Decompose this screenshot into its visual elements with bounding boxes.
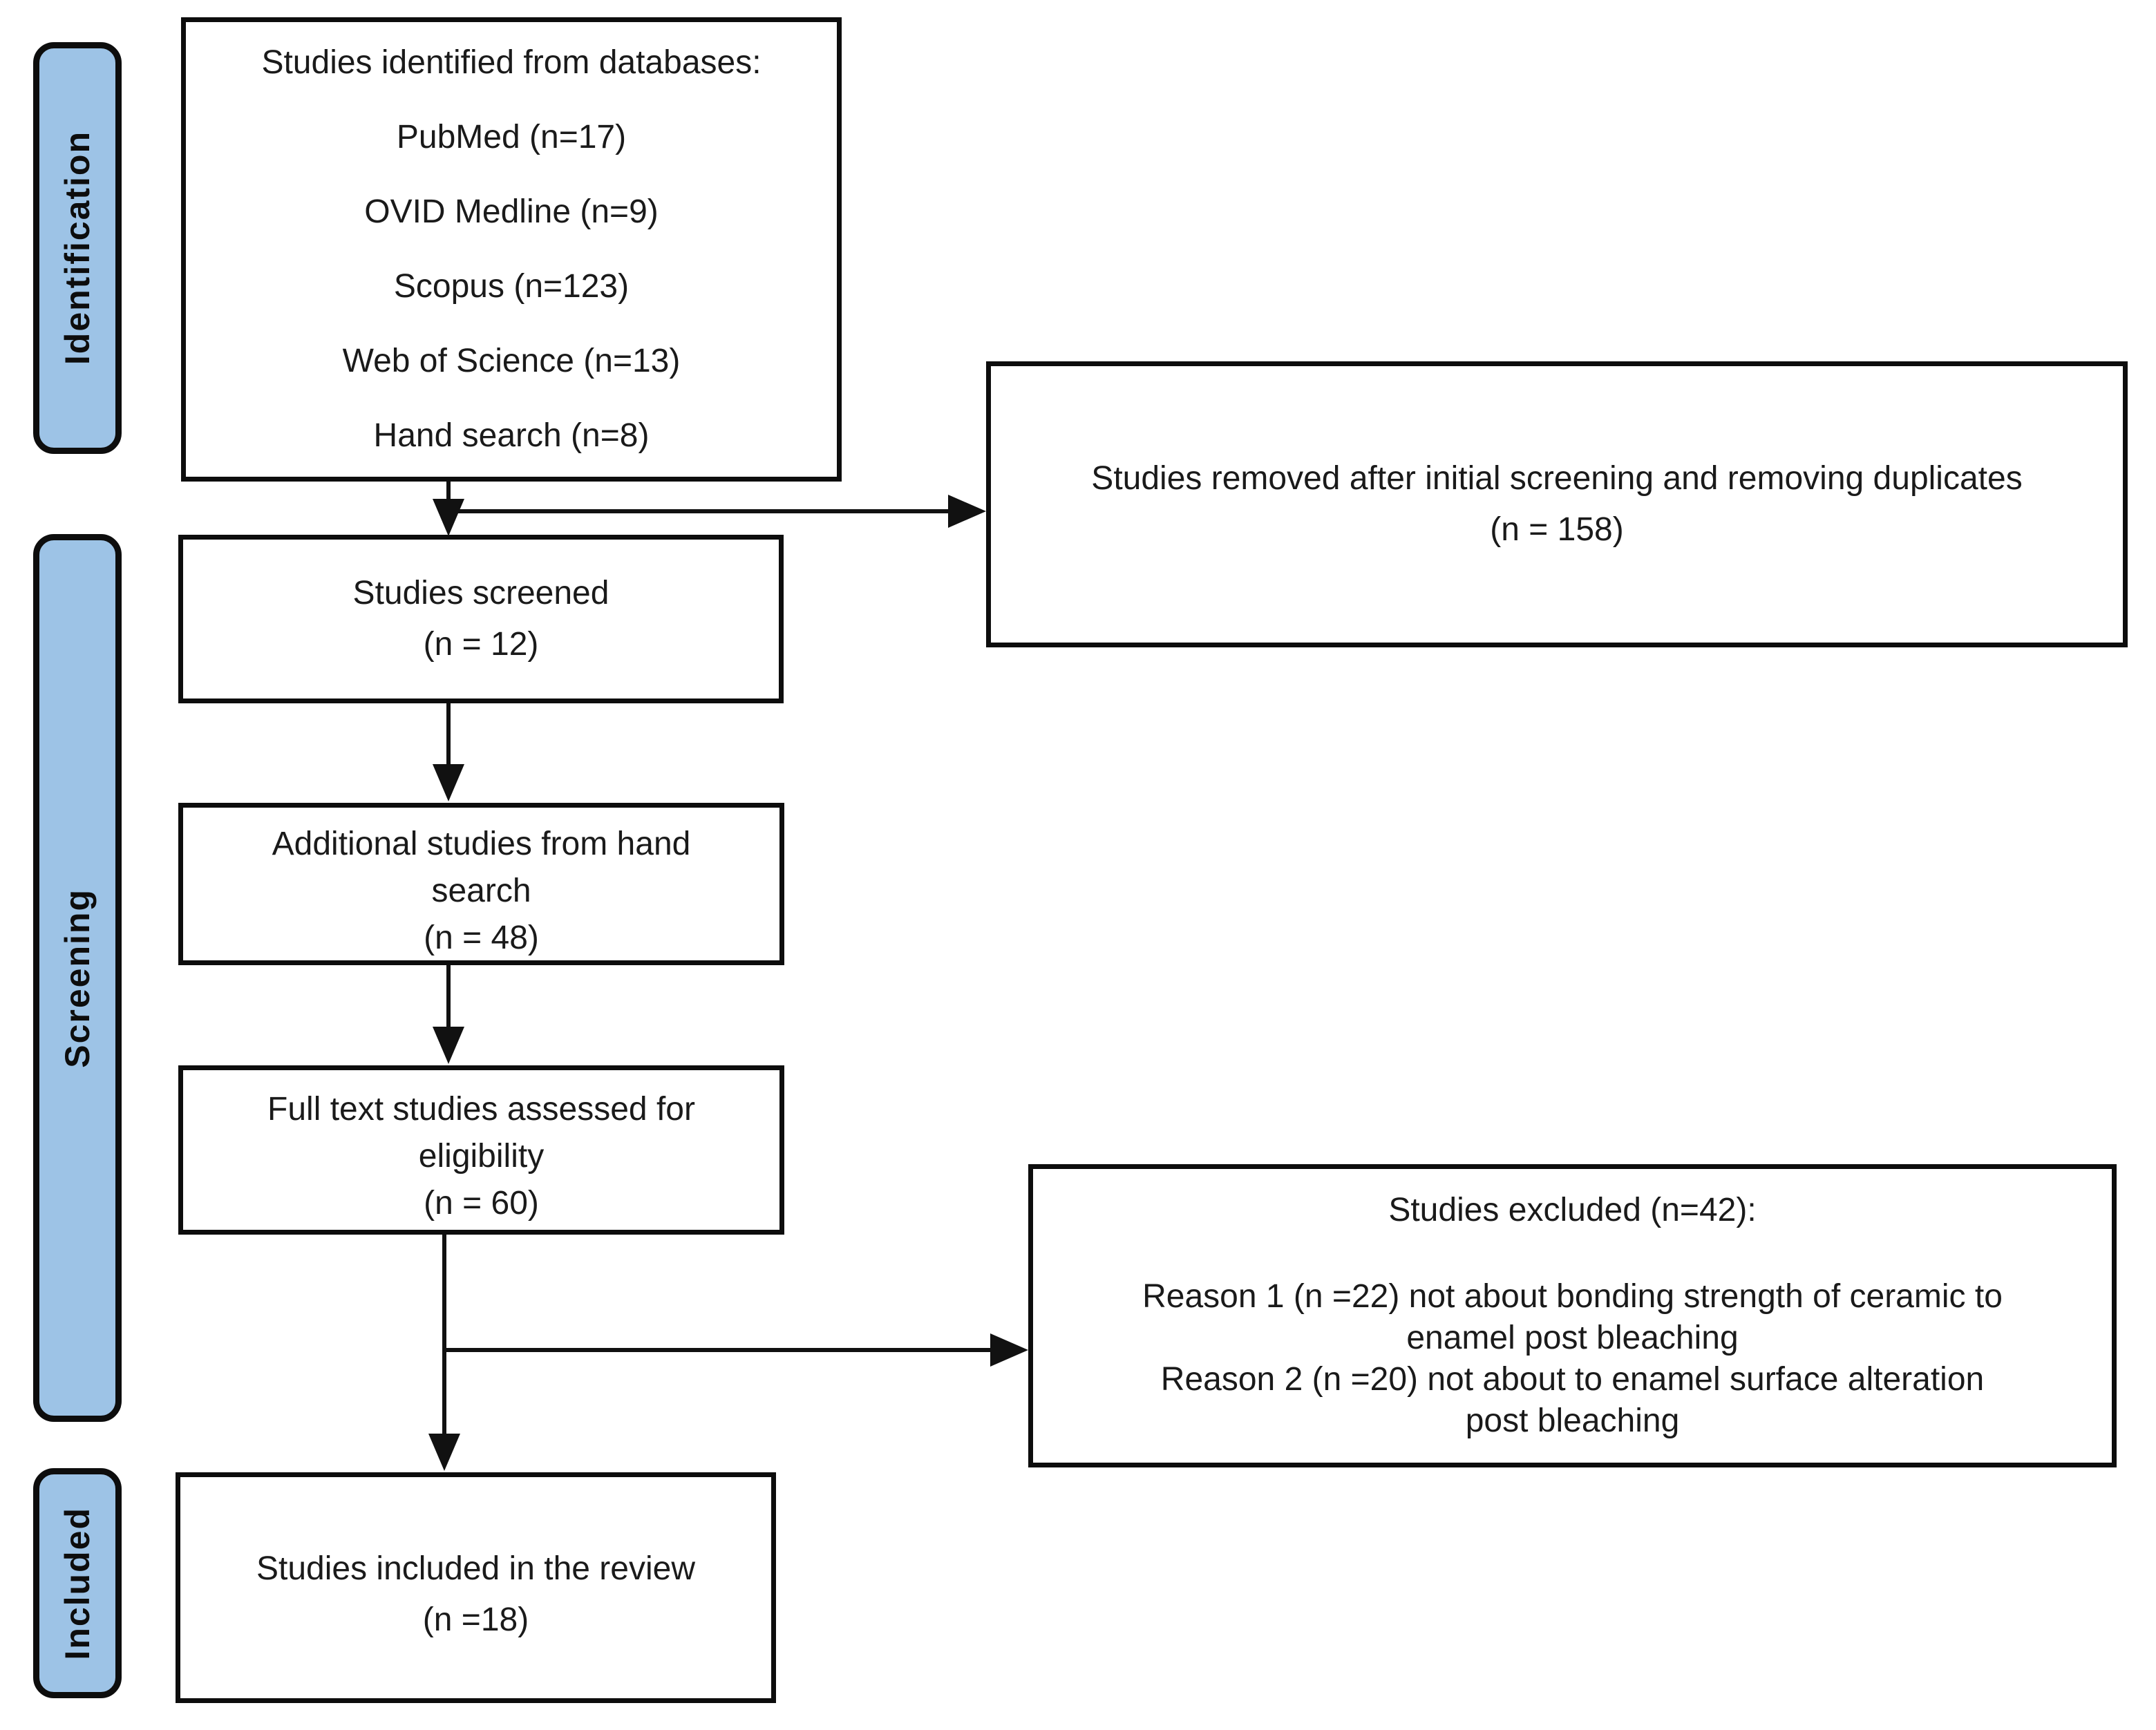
text-line: PubMed (n=17) — [396, 119, 627, 155]
stage-label-screening-text: Screening — [58, 888, 97, 1068]
text-line: (n = 60) — [424, 1184, 539, 1222]
text-line: Hand search (n=8) — [373, 417, 650, 454]
text-line: (n =18) — [422, 1601, 529, 1638]
arrow-identified-to-screened-head — [433, 499, 464, 536]
studies-excluded-title: Studies excluded (n=42): — [1388, 1192, 1757, 1228]
stage-label-identification: Identification — [33, 42, 122, 454]
text-line: (n = 12) — [423, 626, 539, 663]
text-line: enamel post bleaching — [1406, 1320, 1739, 1356]
box-studies-identified: Studies identified from databases: PubMed… — [181, 17, 842, 482]
text-line: search — [431, 872, 531, 909]
box-additional-hand-search: Additional studies from hand search (n = 4… — [178, 803, 784, 965]
arrow-to-excluded-head — [990, 1333, 1028, 1367]
text-line: Web of Science (n=13) — [342, 343, 681, 379]
box-full-text-assessed: Full text studies assessed for eligibilit… — [178, 1065, 784, 1235]
text-line: post bleaching — [1465, 1403, 1680, 1439]
text-line: Studies removed after initial screening … — [1091, 460, 2023, 497]
arrow-screened-to-handsearch-head — [433, 764, 464, 801]
text-line: Additional studies from hand — [272, 825, 691, 862]
text-line: Reason 2 (n =20) not about to enamel sur… — [1160, 1361, 1985, 1398]
box-studies-removed: Studies removed after initial screening … — [986, 361, 2128, 647]
text-line: Studies included in the review — [256, 1550, 696, 1587]
stage-label-included-text: Included — [58, 1506, 97, 1660]
text-line: eligibility — [418, 1137, 545, 1175]
stage-label-identification-text: Identification — [58, 131, 97, 365]
arrow-fulltext-to-included-head — [428, 1434, 460, 1471]
text-line: (n = 158) — [1490, 511, 1624, 548]
text-line: Studies identified from databases: — [261, 44, 762, 81]
stage-label-screening: Screening — [33, 534, 122, 1422]
text-line: Studies screened — [352, 575, 609, 611]
arrow-to-removed-head — [948, 495, 986, 528]
text-line: OVID Medline (n=9) — [364, 193, 659, 230]
box-studies-included: Studies included in the review (n =18) — [176, 1472, 776, 1703]
text-line: Reason 1 (n =22) not about bonding stren… — [1142, 1278, 2003, 1315]
text-line: Scopus (n=123) — [393, 268, 630, 305]
arrow-handsearch-to-fulltext-head — [433, 1027, 464, 1064]
stage-label-included: Included — [33, 1468, 122, 1698]
box-studies-excluded: Studies excluded (n=42): Reason 1 (n =22… — [1028, 1164, 2117, 1467]
studies-excluded-reasons: Reason 1 (n =22) not about bonding stren… — [1033, 1276, 2112, 1442]
box-studies-screened: Studies screened (n = 12) — [178, 535, 784, 703]
text-line: Full text studies assessed for — [267, 1090, 695, 1128]
text-line: (n = 48) — [424, 919, 539, 956]
